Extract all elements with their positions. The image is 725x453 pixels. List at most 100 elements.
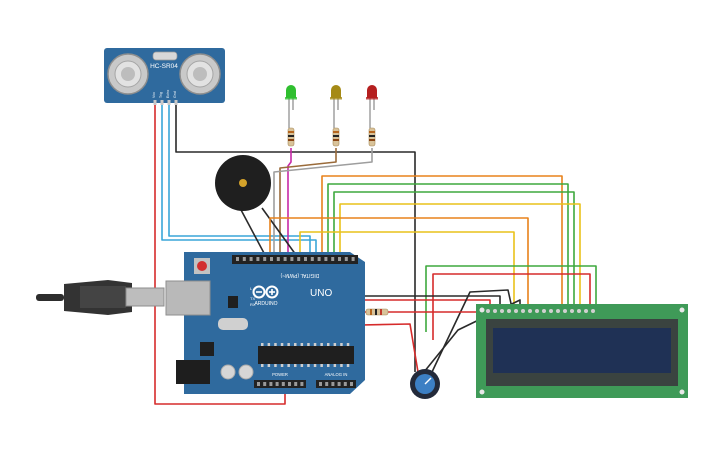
lcd-wire-green-2	[333, 191, 575, 308]
digital-pin	[276, 257, 280, 261]
backlight-resistor	[365, 308, 389, 316]
lcd-pin	[486, 309, 490, 313]
voltage-regulator	[200, 342, 214, 356]
chip-pin	[313, 364, 317, 367]
digital-pin	[304, 257, 307, 261]
resistor-band	[288, 135, 294, 137]
usb-plug-body	[80, 286, 126, 308]
led-rim	[285, 97, 297, 100]
chip-pin	[340, 343, 343, 346]
arduino-logo-text: ARDUINO	[254, 301, 277, 307]
lcd-pin	[577, 309, 581, 313]
chip-pin	[274, 364, 277, 367]
bottom-pins	[257, 382, 353, 386]
digital-pin	[351, 257, 355, 261]
chip-pin	[333, 364, 337, 367]
chip-pin	[300, 364, 304, 367]
chip-pin	[287, 364, 290, 367]
chip-pin	[274, 343, 277, 346]
chip-pin	[307, 364, 310, 367]
sensor-pin-label: Gnd	[173, 91, 177, 98]
analog-pin	[319, 382, 322, 386]
power-pin	[281, 382, 285, 386]
power-label: POWER	[272, 372, 288, 377]
power-pin	[294, 382, 298, 386]
led-bulb	[367, 85, 377, 98]
analog-pin	[350, 382, 353, 386]
led-rim	[330, 97, 342, 100]
lcd-pin	[528, 309, 532, 313]
rx-label: RX	[250, 302, 256, 307]
power-pin	[300, 382, 304, 386]
digital-pin	[242, 257, 246, 261]
analog-header	[316, 380, 356, 388]
digital-pin	[290, 257, 294, 261]
capacitor-2	[238, 364, 254, 380]
lcd-mount-holes	[479, 307, 685, 395]
resistor-band	[288, 131, 294, 133]
lcd-pin	[535, 309, 539, 313]
led-green-wire	[287, 148, 292, 262]
lcd-pin	[500, 309, 504, 313]
power-pin	[275, 382, 279, 386]
usb-plug-metal	[125, 287, 165, 307]
lcd-hole	[479, 307, 485, 313]
sensor-pin	[153, 100, 157, 105]
sensor-pin	[174, 100, 178, 105]
lcd-pin	[563, 309, 567, 313]
chip-pin	[261, 364, 264, 367]
led-bulb	[331, 85, 341, 98]
lcd-hole	[679, 307, 685, 313]
reset-button[interactable]	[197, 261, 207, 271]
lcd-wire-green-1	[327, 183, 569, 308]
chip-pins	[261, 343, 350, 367]
resistor-band	[369, 139, 375, 141]
sensor-gnd-wire	[175, 103, 416, 372]
chip-pin	[307, 343, 310, 346]
digital-pin	[324, 257, 328, 261]
sensor-trig-wire	[161, 103, 317, 260]
lcd-pin	[556, 309, 560, 313]
digital-pin	[249, 257, 253, 261]
analog-pin	[343, 382, 347, 386]
chip-pin	[261, 343, 264, 346]
lcd-pin	[507, 309, 511, 313]
lcd-pin	[584, 309, 588, 313]
digital-pin	[310, 257, 314, 261]
chip-pin	[280, 343, 284, 346]
led-rim	[366, 97, 378, 100]
lcd-hole	[479, 389, 485, 395]
tx-label: TX	[250, 296, 255, 301]
led-red	[366, 85, 378, 147]
chip-pin	[327, 364, 330, 367]
sensor-crystal	[152, 51, 178, 61]
chip-pin	[280, 364, 284, 367]
digital-pin	[256, 257, 260, 261]
led-l-label: L	[250, 286, 253, 291]
sensor-pin-label: Trig	[159, 92, 163, 98]
lcd-pins	[486, 309, 595, 313]
digital-pins	[236, 257, 355, 261]
lcd-wire-yellow-2	[299, 231, 515, 308]
sensor-transducer-left-core	[121, 67, 135, 81]
chip-pin	[346, 364, 350, 367]
chip-pin	[313, 343, 317, 346]
chip-pin	[287, 343, 290, 346]
led-group	[285, 85, 378, 147]
sensor-pin	[167, 100, 171, 105]
digital-header	[232, 255, 358, 264]
arduino-logo-icon	[252, 285, 279, 299]
lcd-screen	[493, 328, 671, 373]
digital-pin	[236, 257, 239, 261]
digital-pin	[283, 257, 287, 261]
potentiometer[interactable]	[410, 369, 440, 399]
led-bulb	[286, 85, 296, 98]
analog-pin	[331, 382, 335, 386]
chip-pin	[320, 364, 323, 367]
lcd-wire-orange-2	[269, 217, 529, 308]
usb-cable-wire	[36, 294, 64, 301]
atmega-chip	[258, 346, 354, 364]
